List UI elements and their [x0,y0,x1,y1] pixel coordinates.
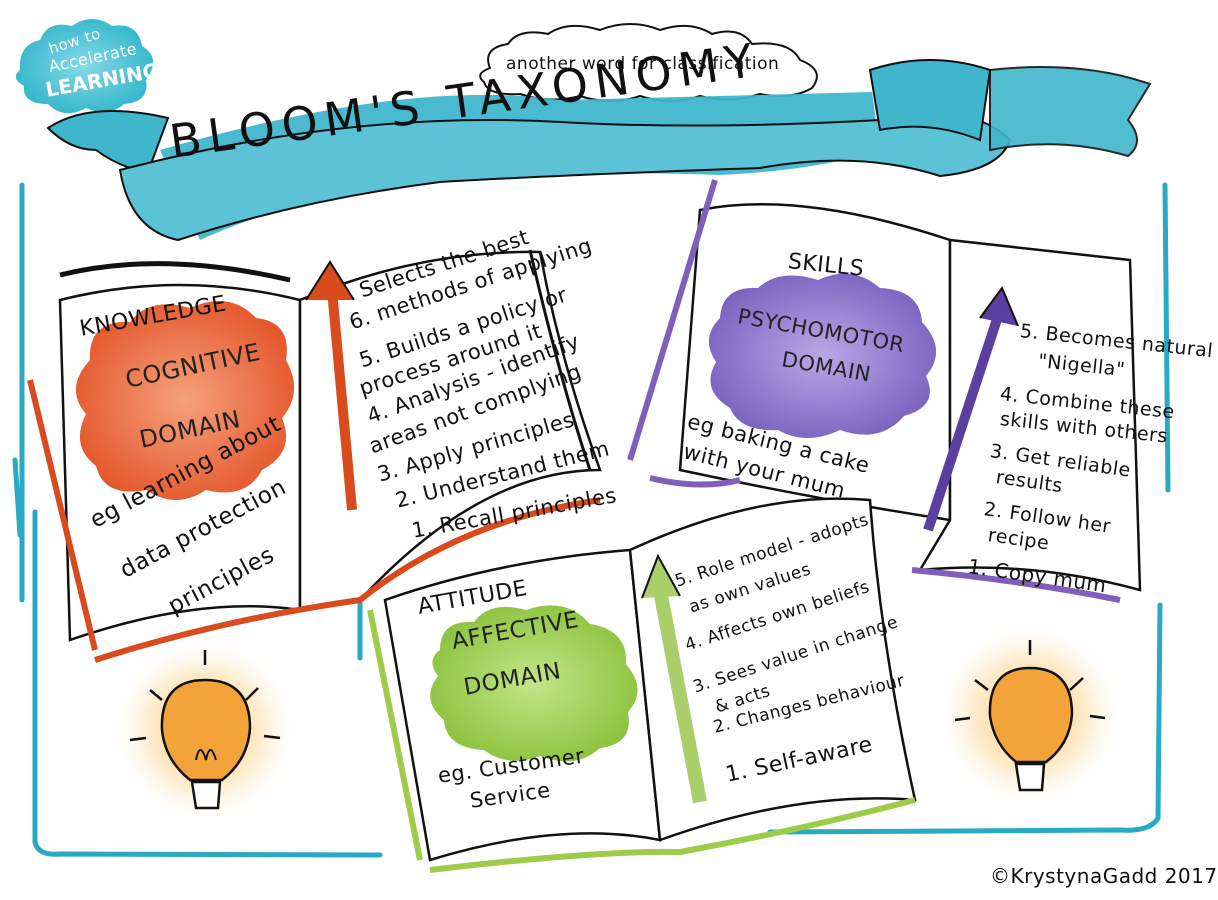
teal-frame [12,182,1171,858]
right-lightbulb-icon [935,620,1125,810]
affective-cloud-icon [430,605,638,762]
header-subtitle: another word for classification [506,54,780,74]
cognitive-arrow-up-icon [305,260,357,511]
psychomotor-cloud-icon [708,273,937,438]
affective-arrow-up-icon [641,553,707,804]
logo-cloud-icon [15,19,154,114]
psychomotor-arrow-up-icon [923,285,1019,532]
left-lightbulb-icon [110,635,300,825]
credit-text: ©KrystynaGadd 2017 [990,864,1218,888]
cognitive-cloud-icon [75,300,295,500]
ribbon-banner-icon [46,59,1152,242]
